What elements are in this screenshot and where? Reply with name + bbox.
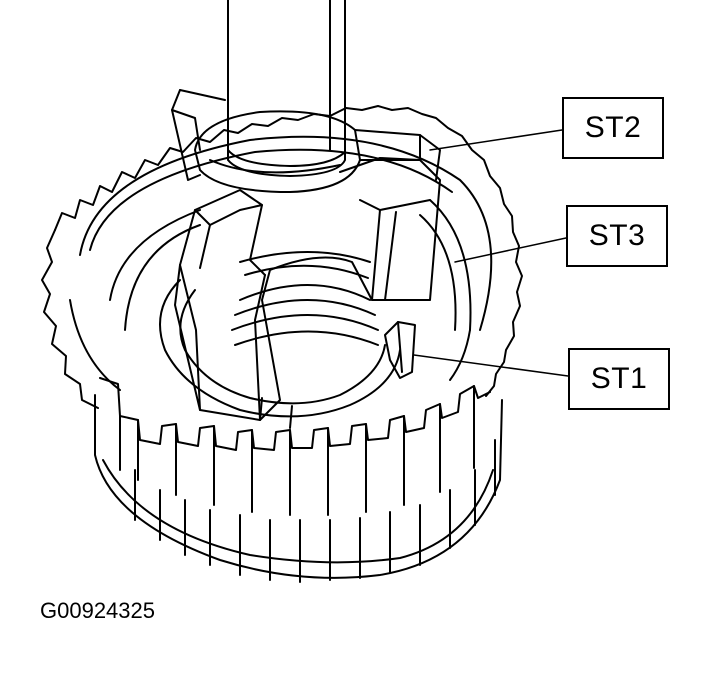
st3-fork-tool xyxy=(171,89,441,421)
leader-lines xyxy=(413,129,569,377)
clutch-drum xyxy=(41,105,523,583)
st1-snap-ring-tool xyxy=(159,251,416,429)
leader-line-st3 xyxy=(454,237,567,263)
callout-st1: ST1 xyxy=(568,348,670,410)
callout-st2: ST2 xyxy=(562,97,664,159)
leader-line-st1 xyxy=(413,354,569,377)
st2-shaft-tool xyxy=(227,0,346,177)
leader-line-st2 xyxy=(429,129,563,151)
callout-st3: ST3 xyxy=(566,205,668,267)
figure-id: G00924325 xyxy=(40,598,155,623)
